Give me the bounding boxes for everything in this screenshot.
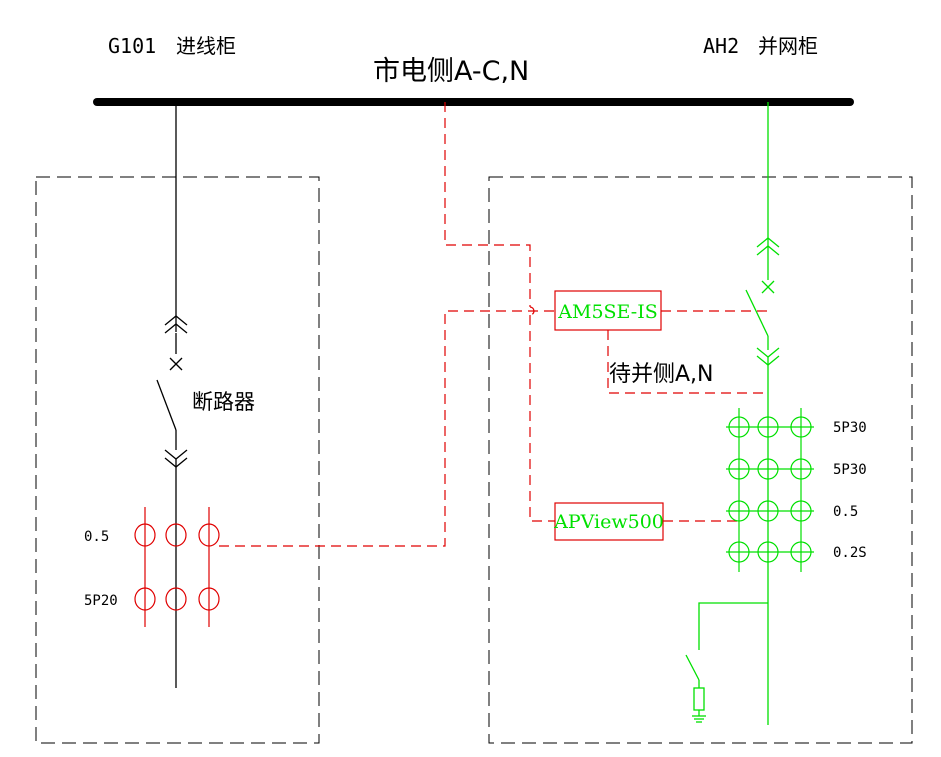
right-cabinet-code: AH2 (703, 34, 739, 58)
left-ct-class-0: 0.5 (84, 529, 109, 545)
left-ct-group (134, 507, 220, 627)
left-cabinet-frame (35, 176, 320, 744)
breaker-label: 断路器 (192, 390, 255, 414)
right-cabinet-frame (488, 176, 913, 744)
sync-device-label: AM5SE-IS (557, 301, 657, 323)
right-cabinet-name: 并网柜 (758, 34, 818, 58)
left-cabinet-name: 进线柜 (176, 34, 236, 58)
right-feeder (685, 102, 780, 725)
left-ct-class-1: 5P20 (84, 593, 118, 609)
meter-device-label: APView500 (553, 511, 664, 533)
busbar-label: 市电侧A-C,N (373, 56, 529, 87)
right-ct-class-0: 5P30 (833, 420, 867, 436)
right-ct-group (726, 408, 814, 572)
left-feeder (156, 102, 188, 688)
wait-side-label: 待并侧A,N (609, 362, 714, 387)
meter-device-box (554, 502, 664, 541)
signal-wiring (219, 102, 768, 547)
right-ct-class-2: 0.5 (833, 504, 858, 520)
left-cabinet-code: G101 (108, 34, 156, 58)
right-ct-class-1: 5P30 (833, 462, 867, 478)
right-ct-class-3: 0.2S (833, 545, 867, 561)
sync-device-box (554, 290, 662, 331)
